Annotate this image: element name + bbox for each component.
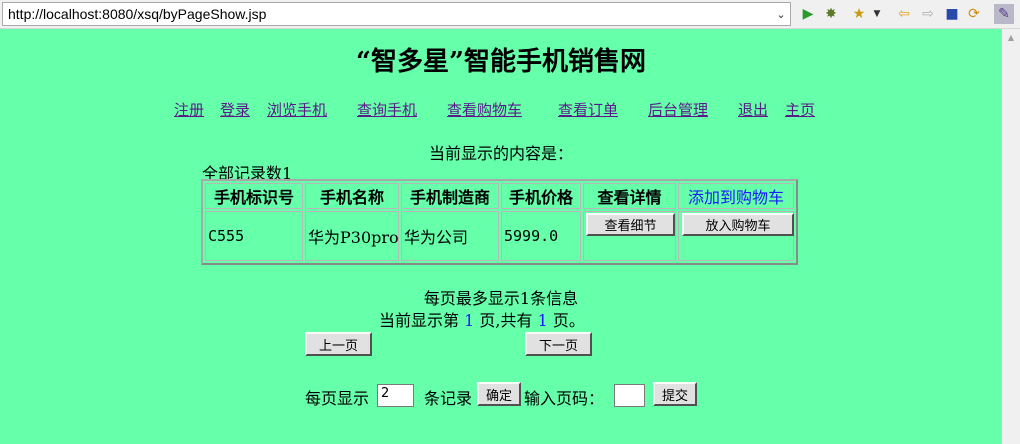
debug-icon[interactable]: ✸ xyxy=(825,6,837,22)
prev-page-button[interactable]: 上一页 xyxy=(305,332,372,356)
header-detail: 查看详情 xyxy=(583,183,676,209)
editor-icon[interactable]: ✎ xyxy=(994,4,1014,24)
page-info-middle: 页,共有 xyxy=(479,311,533,330)
cell-cart xyxy=(678,211,794,261)
goto-page-label: 输入页码： xyxy=(524,389,605,408)
bookmark-star-icon[interactable]: ★ xyxy=(852,6,866,22)
page-info-suffix: 页。 xyxy=(552,311,585,330)
nav-orders-link[interactable]: 查看订单 xyxy=(558,101,619,119)
header-id: 手机标识号 xyxy=(205,183,303,209)
goto-page-input[interactable] xyxy=(614,384,645,407)
back-icon[interactable]: ⇦ xyxy=(898,6,910,22)
nav-admin-link[interactable]: 后台管理 xyxy=(648,101,709,119)
header-price: 手机价格 xyxy=(501,183,581,209)
page-info: 当前显示第 1 页,共有 1 页。 xyxy=(379,307,585,331)
nav-search-link[interactable]: 查询手机 xyxy=(357,101,418,119)
phone-table: 手机标识号 手机名称 手机制造商 手机价格 查看详情 添加到购物车 C555 华… xyxy=(201,179,798,265)
header-maker: 手机制造商 xyxy=(401,183,499,209)
nav-browse-link[interactable]: 浏览手机 xyxy=(267,101,328,119)
scroll-up-icon[interactable]: ▲ xyxy=(1007,33,1015,42)
go-icon[interactable]: ▶ xyxy=(802,6,814,22)
cell-name: 华为P30pro xyxy=(305,211,399,261)
current-page-number: 1 xyxy=(464,311,475,330)
per-page-info: 每页最多显示1条信息 xyxy=(423,289,579,308)
add-to-cart-button[interactable]: 放入购物车 xyxy=(682,213,794,236)
address-text[interactable]: http://localhost:8080/xsq/byPageShow.jsp xyxy=(8,6,267,22)
bookmark-dropdown-icon[interactable]: ▼ xyxy=(873,9,881,19)
stop-icon[interactable]: ■ xyxy=(945,6,959,22)
header-add-to-cart: 添加到购物车 xyxy=(678,183,794,209)
nav-logout-link[interactable]: 退出 xyxy=(738,101,769,119)
cell-price: 5999.0 xyxy=(501,211,581,261)
view-detail-button[interactable]: 查看细节 xyxy=(586,213,675,236)
records-label: 条记录 xyxy=(424,389,473,408)
refresh-icon[interactable]: ⟳ xyxy=(968,6,980,22)
forward-icon[interactable]: ⇨ xyxy=(922,6,934,22)
cell-id: C555 xyxy=(205,211,303,261)
page-size-label: 每页显示 xyxy=(305,389,370,408)
cell-maker: 华为公司 xyxy=(401,211,499,261)
submit-button[interactable]: 提交 xyxy=(653,382,697,406)
next-page-button[interactable]: 下一页 xyxy=(525,332,592,356)
vertical-scrollbar[interactable]: ▲ xyxy=(1002,29,1020,444)
confirm-button[interactable]: 确定 xyxy=(477,382,521,406)
browser-toolbar: http://localhost:8080/xsq/byPageShow.jsp… xyxy=(0,0,1020,29)
nav-login-link[interactable]: 登录 xyxy=(220,101,251,119)
address-dropdown-icon[interactable]: ⌄ xyxy=(776,7,786,21)
page-content: “智多星”智能手机销售网 注册 登录 浏览手机 查询手机 查看购物车 查看订单 … xyxy=(0,29,1002,444)
nav-register-link[interactable]: 注册 xyxy=(174,101,205,119)
nav-cart-link[interactable]: 查看购物车 xyxy=(447,101,523,119)
cell-detail xyxy=(583,211,676,261)
page-size-input[interactable]: 2 xyxy=(377,384,414,407)
address-bar[interactable]: http://localhost:8080/xsq/byPageShow.jsp… xyxy=(2,2,791,26)
nav-home-link[interactable]: 主页 xyxy=(785,101,816,119)
page-title: “智多星”智能手机销售网 xyxy=(356,47,646,77)
current-content-label: 当前显示的内容是： xyxy=(428,144,573,163)
total-records: 全部记录数1 xyxy=(202,164,293,183)
header-name: 手机名称 xyxy=(305,183,399,209)
page-info-prefix: 当前显示第 xyxy=(379,311,460,330)
total-page-number: 1 xyxy=(537,311,548,330)
